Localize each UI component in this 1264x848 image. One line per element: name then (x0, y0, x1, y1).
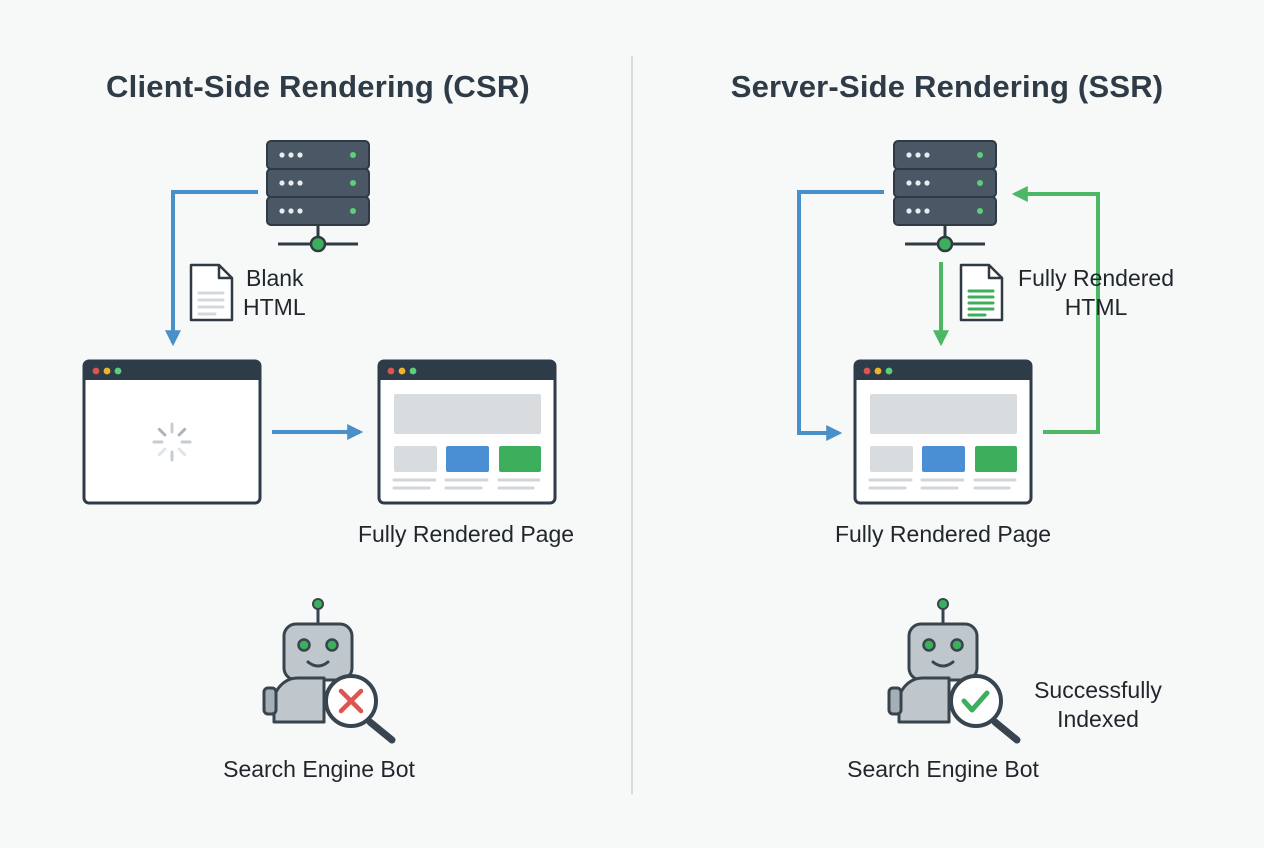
csr-page-label: Fully Rendered Page (357, 521, 575, 547)
ssr-rendered-html-doc-icon (959, 263, 1004, 322)
ssr-doc-label: Fully Rendered HTML (1018, 264, 1174, 322)
ssr-page-label: Fully Rendered Page (834, 521, 1052, 547)
csr-server-icon (265, 139, 371, 253)
ssr-status-line1: Successfully (1034, 677, 1162, 703)
ssr-status-label: Successfully Indexed (1034, 676, 1162, 734)
csr-doc-label-line2: HTML (243, 294, 306, 320)
ssr-title: Server-Side Rendering (SSR) (730, 69, 1164, 104)
csr-bot-label: Search Engine Bot (223, 756, 415, 782)
csr-arrow-server-to-browser (165, 190, 258, 347)
ssr-arrow-index-loop (1011, 186, 1100, 434)
ssr-doc-label-line1: Fully Rendered (1018, 265, 1174, 291)
ssr-server-icon (892, 139, 998, 253)
csr-loading-browser-window (82, 359, 262, 505)
csr-doc-label: Blank HTML (243, 264, 306, 322)
ssr-magnifier-check-icon (949, 674, 1021, 744)
ssr-status-line2: Indexed (1057, 706, 1139, 732)
csr-blank-html-doc-icon (189, 263, 234, 322)
csr-rendered-browser-window (377, 359, 557, 505)
csr-magnifier-x-icon (324, 674, 396, 744)
ssr-arrow-request (797, 190, 884, 441)
ssr-doc-label-line2: HTML (1064, 294, 1128, 320)
loading-spinner-icon (152, 422, 192, 462)
csr-doc-label-line1: Blank (246, 265, 304, 291)
ssr-rendered-browser-window (853, 359, 1033, 505)
csr-title: Client-Side Rendering (CSR) (106, 69, 530, 104)
ssr-bot-label: Search Engine Bot (847, 756, 1039, 782)
